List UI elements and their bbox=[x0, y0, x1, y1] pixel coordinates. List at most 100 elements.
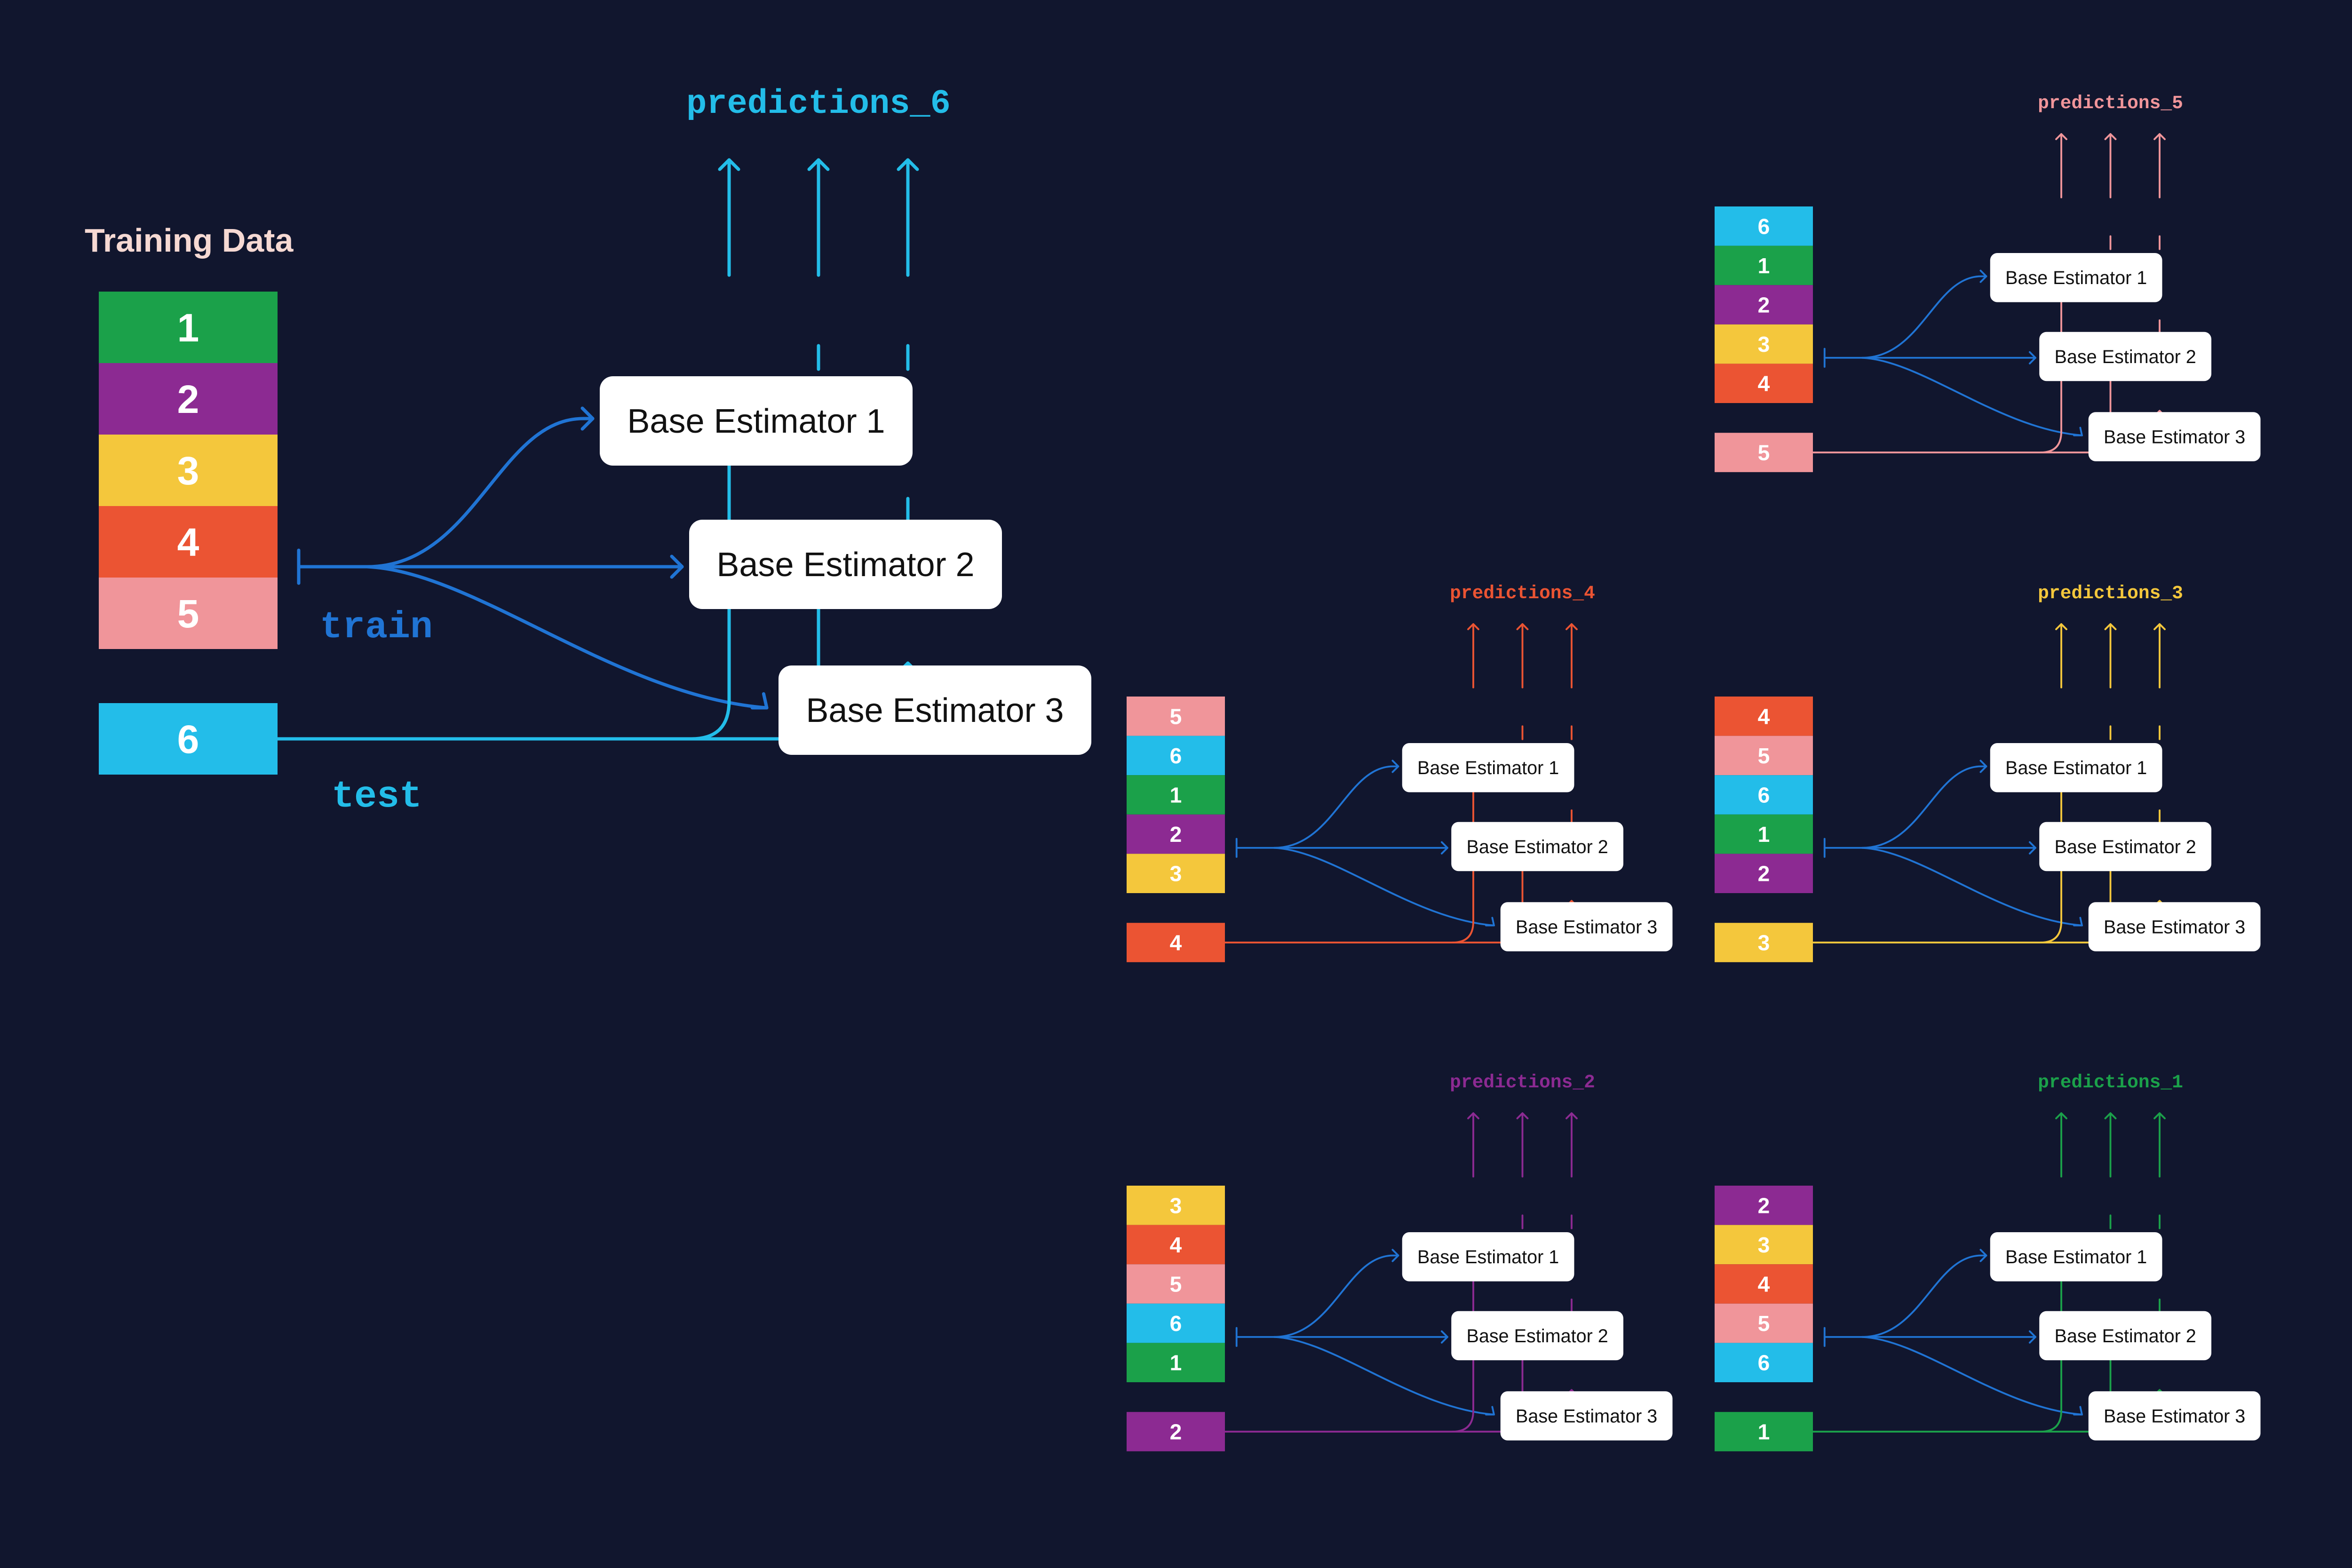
train-fold-number: 4 bbox=[1758, 1272, 1770, 1297]
train-arrow-3 bbox=[1273, 1336, 1495, 1416]
base-estimator-label-3: Base Estimator 3 bbox=[2104, 1406, 2245, 1426]
train-fold-number: 2 bbox=[1170, 822, 1182, 847]
train-arrow-2-head bbox=[670, 554, 684, 579]
train-arrow-3-head bbox=[2073, 917, 2083, 927]
train-fold-number: 2 bbox=[1758, 293, 1770, 317]
output-arrow-head bbox=[2055, 623, 2067, 630]
test-fold-block bbox=[1715, 923, 1813, 962]
train-arrow-1 bbox=[1235, 1254, 1399, 1338]
train-fold-block bbox=[99, 292, 278, 363]
train-fold-number: 5 bbox=[1758, 1311, 1770, 1336]
test-fold-block bbox=[99, 703, 278, 775]
base-estimator-box-3 bbox=[1500, 1391, 1673, 1441]
output-arrow-head bbox=[2153, 623, 2166, 630]
base-estimator-label-2: Base Estimator 2 bbox=[2054, 1326, 2196, 1346]
test-fold-number: 2 bbox=[1170, 1420, 1182, 1444]
train-arrow-1-head bbox=[580, 406, 595, 431]
base-estimator-label-2: Base Estimator 2 bbox=[2054, 347, 2196, 367]
train-fold-block bbox=[1127, 1225, 1225, 1265]
test-label: test bbox=[332, 776, 422, 818]
output-arrow-head bbox=[1467, 1112, 1479, 1119]
predictions-title: predictions_5 bbox=[2038, 93, 2183, 114]
train-fold-block bbox=[1715, 1264, 1813, 1304]
train-arrow-3 bbox=[365, 565, 769, 710]
train-arrow-1-head bbox=[1979, 269, 1987, 283]
base-estimator-box-2 bbox=[2039, 1311, 2211, 1361]
train-arrow-3 bbox=[1861, 356, 2083, 436]
base-estimator-box-1 bbox=[1990, 743, 2162, 792]
test-fold-number: 5 bbox=[1758, 441, 1770, 465]
base-estimator-label-3: Base Estimator 3 bbox=[806, 692, 1064, 729]
train-fold-number: 4 bbox=[1758, 372, 1770, 396]
test-fold-block bbox=[1715, 1412, 1813, 1451]
base-estimator-label-2: Base Estimator 2 bbox=[2054, 837, 2196, 857]
base-estimator-box-1 bbox=[1402, 1232, 1574, 1282]
predictions-title: predictions_2 bbox=[1450, 1072, 1595, 1093]
output-arrow-head bbox=[718, 158, 740, 171]
base-estimator-label-3: Base Estimator 3 bbox=[1516, 1406, 1657, 1426]
base-estimator-box-3 bbox=[779, 665, 1091, 755]
base-estimator-label-2: Base Estimator 2 bbox=[1466, 837, 1608, 857]
train-fold-number: 3 bbox=[1170, 1193, 1182, 1218]
base-estimator-label-1: Base Estimator 1 bbox=[1417, 1247, 1559, 1267]
train-arrow-1 bbox=[1823, 275, 1987, 359]
base-estimator-box-2 bbox=[1451, 1311, 1623, 1361]
train-fold-number: 1 bbox=[177, 306, 199, 350]
train-fold-block bbox=[1127, 736, 1225, 776]
train-arrow-2-head bbox=[2028, 841, 2036, 855]
base-estimator-box-2 bbox=[689, 520, 1002, 609]
base-estimator-box-1 bbox=[1990, 1232, 2162, 1282]
output-arrow-head bbox=[1565, 623, 1578, 630]
train-fold-block bbox=[1715, 814, 1813, 854]
train-fold-block bbox=[99, 578, 278, 649]
base-estimator-label-1: Base Estimator 1 bbox=[2005, 1247, 2147, 1267]
train-fold-number: 6 bbox=[1170, 1311, 1182, 1336]
train-fold-block bbox=[1715, 854, 1813, 893]
training-data-label: Training Data bbox=[85, 222, 294, 259]
test-arrow-1 bbox=[1812, 1270, 2062, 1433]
train-arrow-1-head bbox=[1979, 1249, 1987, 1262]
output-arrow-head bbox=[2104, 1112, 2117, 1119]
train-fold-block bbox=[1715, 245, 1813, 285]
train-arrow-1 bbox=[1823, 765, 1987, 849]
train-fold-block bbox=[1715, 736, 1813, 776]
test-arrow-1 bbox=[1812, 291, 2062, 453]
train-arrow-2-head bbox=[1440, 1330, 1448, 1344]
train-arrow-1 bbox=[1235, 765, 1399, 849]
output-arrow-head bbox=[2055, 133, 2067, 140]
base-estimator-label-3: Base Estimator 3 bbox=[2104, 427, 2245, 447]
train-fold-block bbox=[1715, 206, 1813, 246]
train-fold-number: 3 bbox=[1758, 1233, 1770, 1257]
predictions-title: predictions_1 bbox=[2038, 1072, 2183, 1093]
base-estimator-label-2: Base Estimator 2 bbox=[1466, 1326, 1608, 1346]
train-arrow-3-head bbox=[750, 692, 769, 710]
output-arrow-head bbox=[807, 158, 830, 171]
train-fold-block bbox=[99, 506, 278, 578]
train-fold-number: 5 bbox=[177, 592, 199, 636]
train-arrow-3 bbox=[1861, 847, 2083, 927]
train-fold-number: 5 bbox=[1170, 1272, 1182, 1297]
base-estimator-box-3 bbox=[1500, 902, 1673, 951]
train-arrow-2-head bbox=[2028, 1330, 2036, 1344]
train-fold-number: 3 bbox=[1758, 332, 1770, 356]
train-fold-number: 3 bbox=[1170, 862, 1182, 886]
base-estimator-box-3 bbox=[2088, 412, 2261, 461]
train-fold-block bbox=[99, 435, 278, 506]
output-arrow-head bbox=[2104, 133, 2117, 140]
train-fold-block bbox=[1715, 364, 1813, 403]
output-arrow-head bbox=[1516, 623, 1529, 630]
test-fold-number: 3 bbox=[1758, 931, 1770, 955]
base-estimator-box-3 bbox=[2088, 902, 2261, 951]
test-arrow-1 bbox=[276, 445, 731, 741]
train-fold-number: 6 bbox=[1758, 214, 1770, 238]
base-estimator-label-2: Base Estimator 2 bbox=[716, 546, 974, 584]
train-fold-number: 4 bbox=[1758, 704, 1770, 729]
train-fold-number: 1 bbox=[1758, 253, 1770, 278]
train-arrow-3-head bbox=[2073, 427, 2083, 436]
train-fold-block bbox=[1127, 1303, 1225, 1343]
